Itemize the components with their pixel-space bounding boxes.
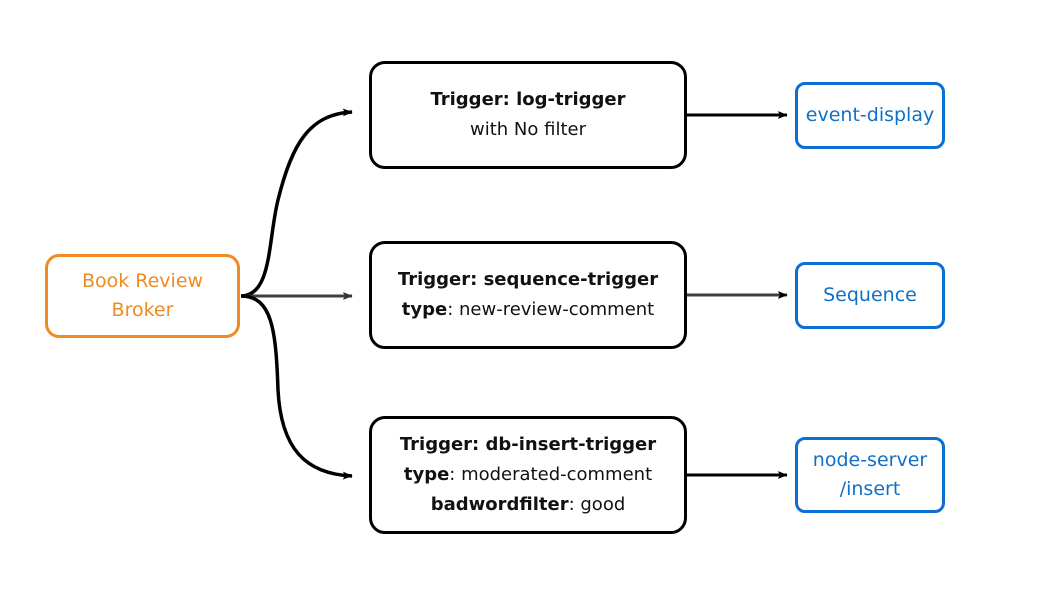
node-node-server-insert[interactable]: node-server /insert	[795, 437, 945, 513]
node-trigger-log-trigger[interactable]: Trigger: log-trigger with No filter	[369, 61, 687, 169]
node-event-display-line1: event-display	[805, 104, 935, 126]
edge-broker-to-log-trigger	[240, 108, 353, 298]
trigger-db-insert-trigger-line2: type: moderated-comment	[403, 464, 653, 485]
node-book-review-broker[interactable]: Book Review Broker	[45, 254, 240, 338]
node-node-server-insert-line1: node-server	[812, 449, 928, 471]
trigger-log-trigger-line2: with No filter	[470, 119, 586, 140]
node-trigger-sequence-trigger[interactable]: Trigger: sequence-trigger type: new-revi…	[369, 241, 687, 349]
trigger-log-trigger-line1: Trigger: log-trigger	[430, 89, 626, 110]
node-node-server-insert-line2: /insert	[839, 478, 901, 500]
trigger-db-insert-trigger-line1: Trigger: db-insert-trigger	[399, 434, 657, 455]
trigger-sequence-trigger-line1: Trigger: sequence-trigger	[397, 269, 659, 290]
node-sequence[interactable]: Sequence	[795, 262, 945, 329]
node-book-review-broker-line2: Broker	[111, 299, 174, 321]
node-sequence-line1: Sequence	[823, 284, 917, 306]
node-trigger-db-insert-trigger[interactable]: Trigger: db-insert-trigger type: moderat…	[369, 416, 687, 534]
trigger-sequence-trigger-line2: type: new-review-comment	[401, 299, 655, 320]
node-event-display[interactable]: event-display	[795, 82, 945, 149]
edge-broker-to-db-insert-trigger	[240, 294, 353, 480]
node-book-review-broker-line1: Book Review	[81, 270, 204, 292]
trigger-db-insert-trigger-line3: badwordfilter: good	[430, 494, 626, 515]
